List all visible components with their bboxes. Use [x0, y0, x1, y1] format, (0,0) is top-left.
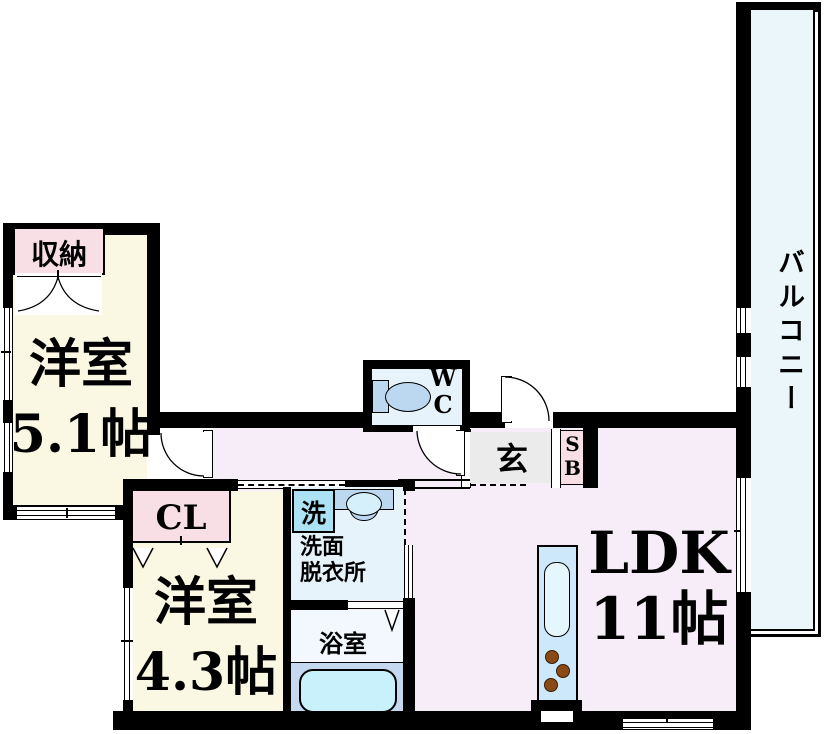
window-ldk-bottom — [623, 719, 713, 729]
west-room1-size: 5.1帖 — [9, 404, 153, 465]
corridor-wall-top-west — [147, 412, 363, 428]
washing-machine-label: 洗 — [300, 499, 326, 528]
closet-box — [133, 491, 231, 543]
washroom-ldk-wall — [403, 598, 415, 713]
west-room1-wall-right — [147, 223, 160, 435]
west-room1-label: 洋室 5.1帖 — [6, 330, 156, 470]
wc-doorway — [413, 426, 460, 432]
balcony-floor — [751, 10, 815, 631]
entrance-label: 玄 — [495, 440, 528, 478]
window-wall-small-upper — [737, 308, 751, 333]
west-room1-name: 洋室 — [28, 334, 133, 395]
shoe-box-line1: S — [565, 432, 580, 456]
bath-label: 浴室 — [319, 629, 367, 658]
window-ldk-balcony-tick — [734, 530, 740, 532]
window-west1-left-tick — [1, 351, 11, 353]
entrance-area — [470, 432, 551, 483]
sliding-door-dashes — [238, 484, 345, 486]
bath-fold-door-band — [348, 601, 403, 609]
window-ldk-bottom-tick — [666, 716, 668, 723]
entrance-step-dashed — [470, 484, 526, 486]
wash-basin-bowl — [346, 492, 382, 516]
closet-top-wall — [123, 479, 238, 491]
balcony-rail-right — [818, 10, 821, 637]
wc-door-leaf — [456, 430, 465, 476]
ldk-name: LDK — [588, 519, 730, 587]
storage-door-header-line — [17, 276, 101, 277]
closet-bottom-tick — [180, 536, 182, 545]
window-west2-left-tick — [121, 640, 133, 642]
storage-box — [13, 227, 105, 275]
shoe-box-label: S B — [560, 432, 585, 480]
balcony-rail-bottom — [751, 634, 821, 637]
balcony-label: バルコニー — [773, 248, 804, 418]
washroom-line1: 洗面 — [300, 534, 345, 560]
ldk-label: LDK 11帖 — [559, 520, 759, 652]
corridor-wall-top-mid — [460, 412, 505, 428]
washroom-label: 洗面 脱衣所 — [300, 534, 405, 586]
washroom-top-wall — [345, 480, 415, 491]
washroom-line2: 脱衣所 — [300, 560, 367, 586]
storage-door-center-tick — [57, 270, 59, 280]
kitchen-burner-3 — [544, 678, 558, 692]
window-west1-bottom-tick — [66, 508, 68, 518]
bath-top-wall — [283, 600, 348, 610]
washroom-slide-door — [404, 545, 413, 598]
window-west2-left — [121, 588, 133, 700]
entrance-threshold-line2 — [398, 487, 470, 489]
window-west1-left-upper — [1, 308, 12, 400]
kitchen-base-notch — [541, 711, 573, 722]
wc-line1: W — [429, 363, 457, 392]
entrance-threshold-line1 — [398, 479, 470, 481]
kitchen-sink — [544, 562, 570, 637]
kitchen-burner-1 — [545, 650, 559, 664]
west-room2-size: 4.3帖 — [134, 642, 278, 703]
west-room2-label: 洋室 4.3帖 — [126, 568, 286, 708]
window-wall-small-lower — [737, 357, 751, 387]
toilet-bowl — [385, 382, 431, 412]
storage-label: 収納 — [30, 238, 87, 271]
shoe-box-line2: B — [564, 456, 581, 480]
balcony-top-wall — [736, 2, 821, 12]
washing-machine — [292, 489, 335, 533]
bottom-exterior-wall — [113, 711, 751, 730]
window-ldk-balcony — [737, 478, 751, 592]
room1-door-leaf — [203, 430, 213, 478]
washroom-slide-dashed — [404, 489, 406, 545]
shoe-box — [560, 430, 585, 485]
wc-line2: C — [433, 390, 453, 419]
wc-label: W C — [429, 364, 457, 418]
ldk-wall-top — [553, 412, 751, 428]
west-room2-name: 洋室 — [153, 572, 258, 633]
kitchen-burner-2 — [556, 664, 570, 678]
window-west1-left-lower — [1, 423, 12, 472]
shoebox-side-wall — [583, 412, 598, 488]
bathtub — [299, 669, 397, 713]
closet-label: CL — [155, 498, 207, 538]
ldk-size: 11帖 — [589, 585, 729, 653]
front-door-leaf — [501, 376, 512, 423]
